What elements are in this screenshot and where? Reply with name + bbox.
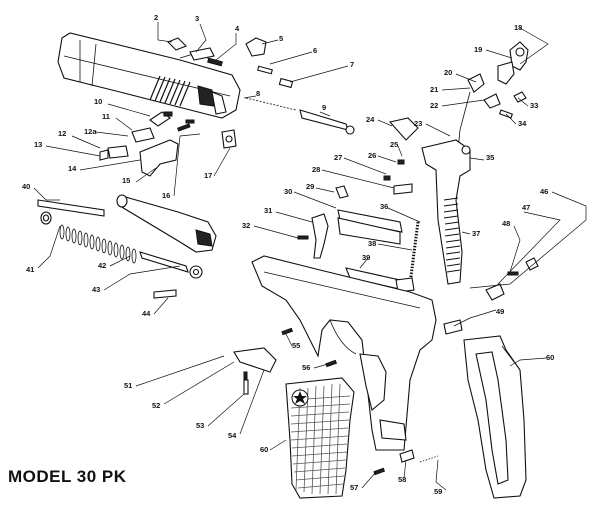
frame [251, 255, 437, 451]
callout-9: 9 [322, 103, 326, 112]
callout-32: 32 [242, 221, 250, 230]
callout-4: 4 [235, 24, 240, 33]
callout-6: 6 [313, 46, 317, 55]
callout-12: 12 [58, 129, 66, 138]
diagram-title: MODEL 30 PK [8, 467, 127, 486]
mainspring-parts [383, 117, 471, 285]
callout-10: 10 [94, 97, 102, 106]
callout-40: 40 [22, 182, 30, 191]
callout-22: 22 [430, 101, 438, 110]
callout-11: 11 [102, 112, 110, 121]
hammer-parts [457, 41, 529, 151]
callout-48: 48 [502, 219, 510, 228]
callout-38: 38 [368, 239, 376, 248]
callout-2: 2 [154, 13, 158, 22]
callout-51: 51 [124, 381, 132, 390]
grip-safety-parts [443, 257, 539, 335]
callout-13: 13 [34, 140, 42, 149]
callout-21: 21 [430, 85, 438, 94]
callout-15: 15 [122, 176, 130, 185]
callout-44: 44 [142, 309, 151, 318]
callout-59: 59 [434, 487, 442, 496]
callout-53: 53 [196, 421, 204, 430]
callout-36: 36 [380, 202, 388, 211]
callout-55: 55 [292, 341, 300, 350]
callout-52: 52 [152, 401, 160, 410]
callout-46: 46 [540, 187, 548, 196]
callout-16: 16 [162, 191, 170, 200]
callout-24: 24 [366, 115, 375, 124]
callout-47: 47 [522, 203, 530, 212]
callout-29: 29 [306, 182, 314, 191]
callout-57: 57 [350, 483, 358, 492]
callout-31: 31 [264, 206, 272, 215]
callout-5: 5 [279, 34, 283, 43]
callout-35: 35 [486, 153, 494, 162]
slide-small-parts [167, 37, 355, 135]
leader-lines [33, 22, 587, 491]
magazine-catch-parts [233, 327, 294, 395]
barrel-recoil-parts [37, 194, 217, 299]
callout-37: 37 [472, 229, 480, 238]
callout-30: 30 [284, 187, 292, 196]
callout-49: 49 [496, 307, 504, 316]
callout-20: 20 [444, 68, 452, 77]
callout-25: 25 [390, 140, 398, 149]
callout-23: 23 [414, 119, 422, 128]
callout-8: 8 [256, 89, 260, 98]
left-grip [285, 377, 355, 499]
callout-34: 34 [518, 119, 527, 128]
callout-17: 17 [204, 171, 212, 180]
callout-14: 14 [68, 164, 77, 173]
slide [57, 32, 241, 119]
callout-54: 54 [228, 431, 237, 440]
callout-18: 18 [514, 23, 522, 32]
callout-41: 41 [26, 265, 34, 274]
callout-56: 56 [302, 363, 310, 372]
callout-19: 19 [474, 45, 482, 54]
callout-39: 39 [362, 253, 370, 262]
callout-27: 27 [334, 153, 342, 162]
callout-28: 28 [312, 165, 320, 174]
callout-12a: 12a [84, 127, 97, 136]
callout-60-left: 60 [260, 445, 268, 454]
callout-58: 58 [398, 475, 406, 484]
callout-43: 43 [92, 285, 100, 294]
callout-26: 26 [368, 151, 376, 160]
callout-42: 42 [98, 261, 106, 270]
slide-stop-parts [99, 111, 237, 177]
callout-33: 33 [530, 101, 538, 110]
callout-60-right: 60 [546, 353, 554, 362]
small-pins [325, 359, 439, 476]
callout-7: 7 [350, 60, 354, 69]
trigger-parts [297, 185, 420, 293]
callout-3: 3 [195, 14, 199, 23]
callout-labels: 2 3 4 5 6 7 8 9 10 11 12a 12 13 14 15 16… [22, 13, 554, 496]
right-grip [463, 335, 527, 499]
